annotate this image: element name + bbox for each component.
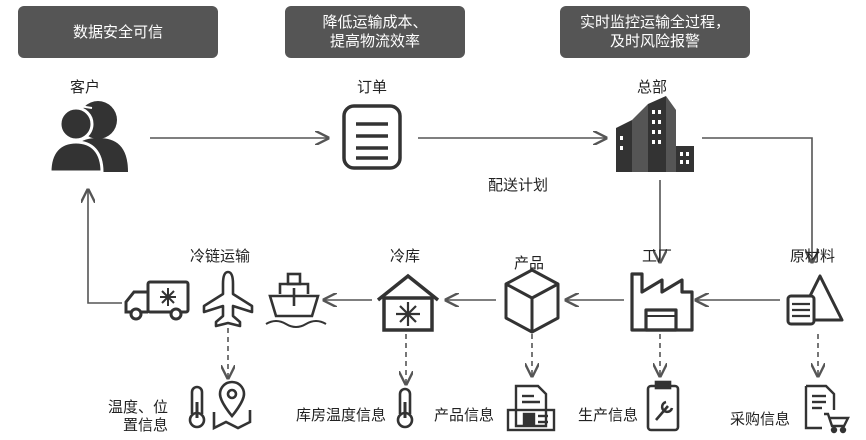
raw-material-icon	[786, 274, 844, 326]
customer-label: 客户	[70, 78, 101, 96]
temp-location-info-label: 温度、位 置信息	[108, 398, 169, 434]
hq-label: 总部	[637, 78, 668, 96]
factory-icon	[630, 272, 694, 332]
purchase-info-label: 采购信息	[730, 410, 791, 428]
product-info-icon	[506, 384, 556, 432]
order-label: 订单	[357, 78, 388, 96]
arrow-transport-customer	[88, 190, 122, 304]
thermometer-icon	[188, 385, 206, 429]
cold-storage-icon	[376, 273, 440, 332]
purchase-cart-icon	[804, 384, 850, 434]
product-label: 产品	[514, 254, 545, 272]
goal-box-reduce-cost: 降低运输成本、 提高物流效率	[285, 6, 465, 58]
info-arrows	[228, 328, 818, 384]
product-box-icon	[504, 268, 560, 334]
goal-box-realtime-monitor: 实时监控运输全过程， 及时风险报警	[560, 6, 750, 58]
delivery-plan-label: 配送计划	[488, 176, 549, 194]
order-document-icon	[342, 104, 402, 170]
flow-arrows	[88, 138, 812, 303]
cold-storage-label: 冷库	[390, 247, 421, 265]
warehouse-temp-info-label: 库房温度信息	[296, 406, 387, 424]
product-info-label: 产品信息	[434, 406, 495, 424]
customer-icon	[48, 101, 128, 174]
production-info-label: 生产信息	[578, 406, 639, 424]
cargo-ship-icon	[265, 272, 327, 328]
cold-chain-label: 冷链运输	[190, 247, 251, 265]
location-map-icon	[212, 380, 252, 431]
refrigerated-truck-icon	[124, 280, 190, 321]
clipboard-wrench-icon	[646, 380, 680, 432]
factory-label: 工厂	[642, 247, 673, 265]
headquarters-building-icon	[616, 96, 694, 172]
raw-material-label: 原材料	[790, 247, 836, 265]
warehouse-thermometer-icon	[396, 387, 414, 429]
arrow-hq-raw-material	[702, 137, 812, 262]
airplane-icon	[202, 270, 254, 328]
goal-box-data-security: 数据安全可信	[18, 6, 218, 58]
